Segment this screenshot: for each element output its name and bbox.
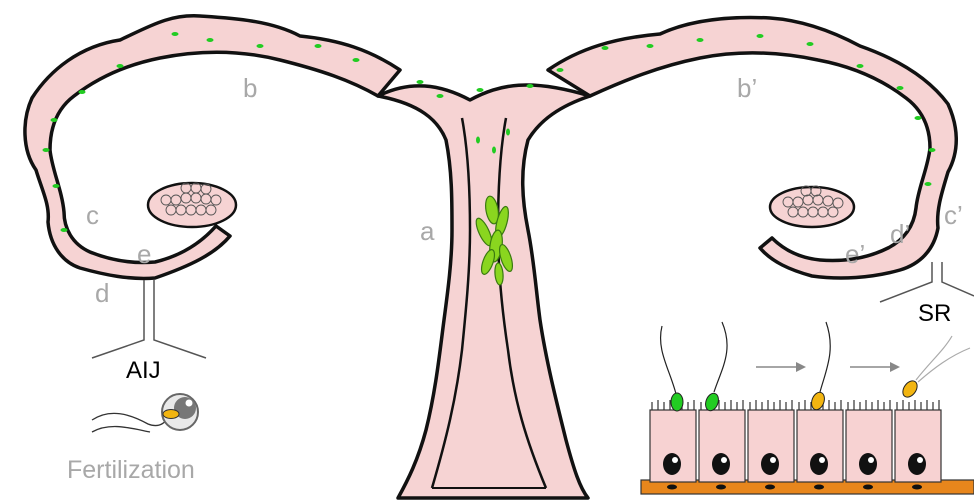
- label-fertilization: Fertilization: [67, 456, 195, 484]
- label-c: c: [86, 200, 99, 230]
- right-ovary: [770, 186, 854, 227]
- label-c-prime: c’: [944, 200, 963, 230]
- fertilization-illustration: [92, 394, 198, 432]
- label-a: a: [420, 216, 435, 246]
- left-oviduct: [25, 16, 400, 279]
- label-aij: AIJ: [126, 357, 161, 384]
- aij-callout: AIJ Fertilization: [67, 280, 206, 484]
- sr-callout: SR: [641, 262, 974, 494]
- label-d-prime: d’: [890, 219, 910, 249]
- uterine-body: [378, 85, 590, 498]
- label-d: d: [95, 278, 109, 308]
- label-b: b: [243, 73, 257, 103]
- label-b-prime: b’: [737, 73, 757, 103]
- label-e-prime: e’: [845, 239, 865, 269]
- label-e: e: [137, 239, 151, 269]
- bound-sperm: [661, 322, 728, 413]
- label-sr: SR: [918, 300, 951, 327]
- epithelium: [641, 400, 974, 494]
- left-ovary: [148, 183, 236, 227]
